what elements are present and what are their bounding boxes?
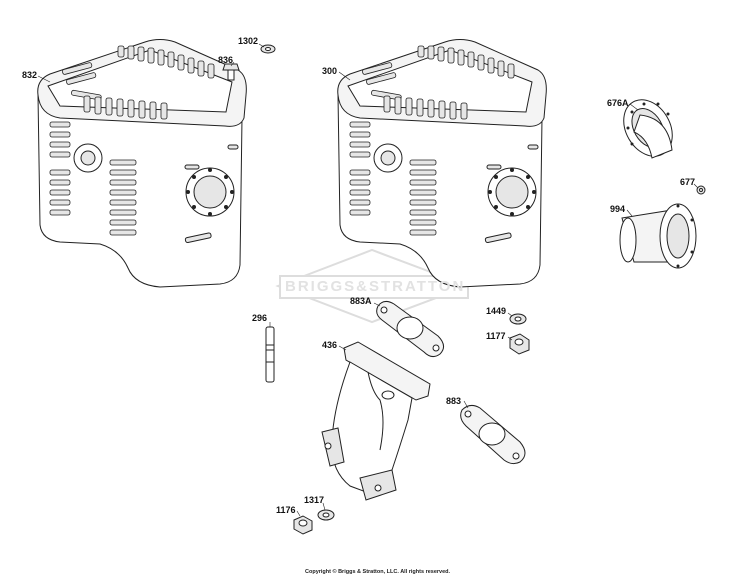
stud-296 [265,326,275,383]
label-883: 883 [446,396,462,406]
label-1317: 1317 [304,495,325,505]
label-883A: 883A [350,296,372,306]
label-296: 296 [252,313,268,323]
label-677: 677 [680,177,696,187]
screw-677 [696,185,706,195]
label-836: 836 [218,55,234,65]
label-1449: 1449 [486,306,507,316]
gasket-883A [376,300,444,358]
washer-1449 [509,313,527,325]
washer-1302 [260,44,276,54]
muffler-832 [37,39,247,288]
label-1177: 1177 [486,331,506,341]
deflector-676A [623,99,673,159]
bolt-836 [222,63,240,81]
label-676A: 676A [607,98,629,108]
manifold-436 [321,341,431,501]
muffler-300 [337,39,547,288]
copyright-notice: Copyright © Briggs & Stratton, LLC. All … [305,569,451,575]
nut-1177 [509,333,530,355]
watermark-text: BRIGGS&STRATTON [285,278,466,295]
label-832: 832 [22,70,38,80]
spark-screen-994 [619,203,697,269]
label-300: 300 [322,66,338,76]
gasket-883 [460,404,526,465]
label-1302: 1302 [238,36,259,46]
label-1176: 1176 [276,505,296,515]
label-994: 994 [610,204,626,214]
washer-1317 [317,509,335,521]
leader-lines [37,43,699,517]
nut-1176 [293,515,313,535]
label-436: 436 [322,340,338,350]
